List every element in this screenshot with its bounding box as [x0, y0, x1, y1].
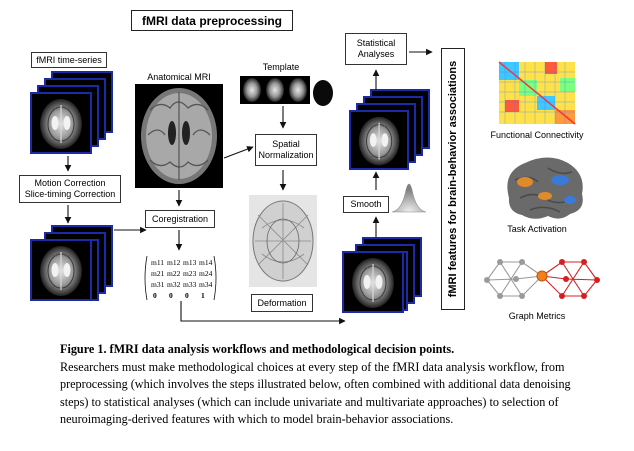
smooth-box: Smooth	[343, 196, 389, 213]
template-label: Template	[262, 62, 300, 72]
task-activation-label: Task Activation	[507, 224, 567, 234]
matrix-cell: 0	[185, 291, 189, 300]
caption-title: Figure 1. fMRI data analysis workflows a…	[60, 342, 455, 356]
motion-correction-box: Motion Correction Slice-timing Correctio…	[19, 175, 121, 203]
functional-connectivity-label: Functional Connectivity	[490, 130, 584, 140]
graph-metrics-label: Graph Metrics	[508, 311, 566, 321]
matrix-cell: m33	[183, 280, 197, 289]
matrix-cell: m14	[199, 258, 213, 267]
analyses-label: Analyses	[357, 49, 395, 59]
matrix-cell: m21	[151, 269, 165, 278]
coregistration-box: Coregistration	[145, 210, 215, 228]
connectivity-matrix-icon	[498, 61, 576, 125]
anatomical-mri-label: Anatomical MRI	[147, 72, 211, 82]
coregistration-matrix: m11 m12 m13 m14 m21 m22 m23 m24 m31 m32 …	[144, 255, 217, 301]
fmri-timeseries-label: fMRI time-series	[31, 52, 107, 68]
deformation-image	[249, 195, 317, 287]
matrix-cell: m11	[151, 258, 164, 267]
matrix-cell: m23	[183, 269, 197, 278]
statistical-label: Statistical	[356, 38, 396, 48]
statistical-analyses-box: Statistical Analyses	[345, 33, 407, 65]
matrix-cell: m13	[183, 258, 197, 267]
matrix-cell: 0	[153, 291, 157, 300]
spatial-normalization-box: Spatial Normalization	[255, 134, 317, 166]
matrix-cell: m31	[151, 280, 165, 289]
graph-metrics-icon	[484, 259, 600, 299]
motion-correction-label: Motion Correction	[34, 178, 106, 188]
diagram-title: fMRI data preprocessing	[131, 10, 293, 31]
template-images	[240, 76, 333, 106]
normalization-label: Normalization	[258, 150, 314, 160]
deformation-box: Deformation	[251, 294, 313, 312]
corrected-timeseries-stack	[30, 225, 113, 301]
features-vertical-box: fMRI features for brain-behavior associa…	[441, 48, 465, 310]
matrix-cell: 0	[169, 291, 173, 300]
smoothed-stack	[342, 237, 422, 313]
figure-caption: Figure 1. fMRI data analysis workflows a…	[60, 341, 580, 429]
task-activation-brain-icon	[507, 157, 583, 219]
matrix-cell: m12	[167, 258, 181, 267]
features-vertical-title: fMRI features for brain-behavior associa…	[447, 60, 459, 298]
flow-arrows	[64, 48, 433, 325]
anatomical-mri-image	[135, 84, 223, 188]
matrix-cell: m24	[199, 269, 213, 278]
caption-body: Researchers must make methodological cho…	[60, 359, 571, 427]
matrix-cell: m32	[167, 280, 181, 289]
matrix-cell: m22	[167, 269, 181, 278]
spatial-label: Spatial	[272, 139, 300, 149]
normalized-stack	[349, 89, 430, 170]
smoothing-kernel-icon	[391, 183, 427, 213]
matrix-cell: 1	[201, 291, 205, 300]
matrix-cell: m34	[199, 280, 213, 289]
slice-timing-label: Slice-timing Correction	[24, 189, 116, 199]
fmri-timeseries-stack	[30, 71, 113, 154]
